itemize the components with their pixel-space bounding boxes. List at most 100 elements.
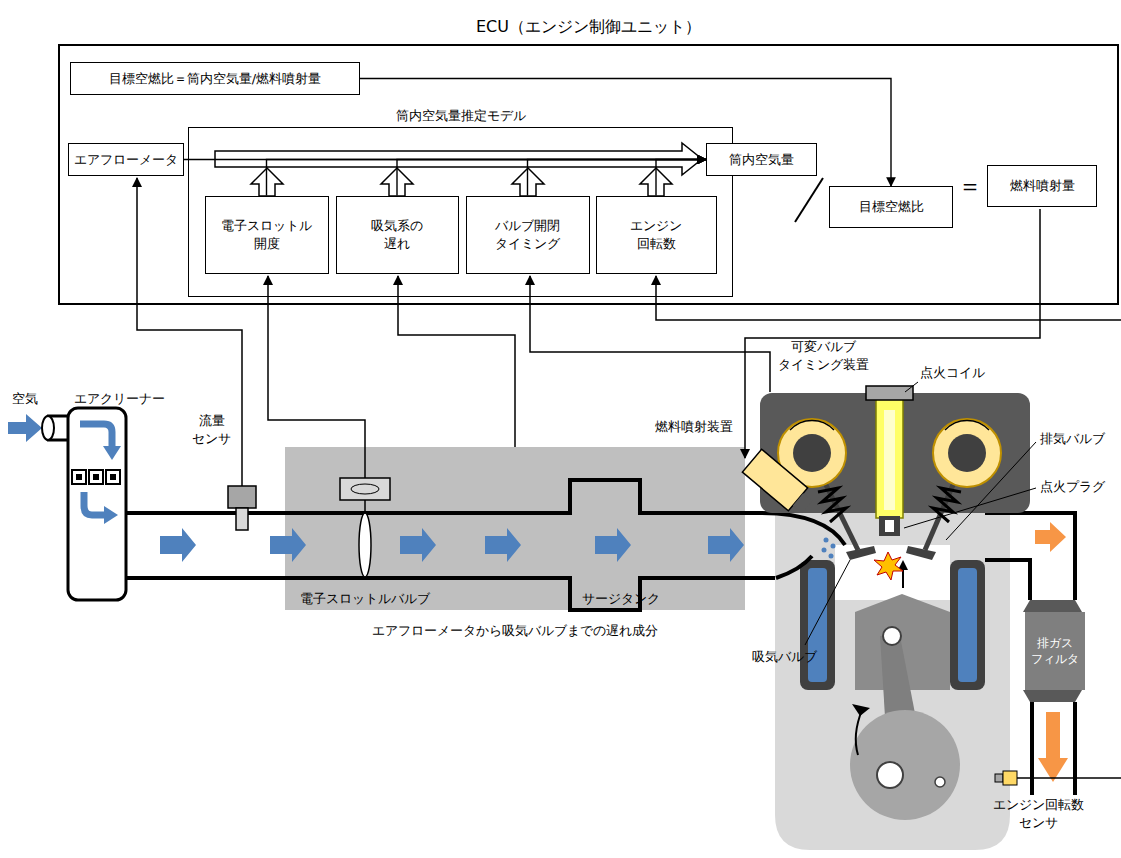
input-box: 電子スロットル 開度 [205, 196, 329, 274]
input-box: 吸気系の 遅れ [336, 196, 459, 274]
part-label: エンジン回転数 センサ [993, 796, 1084, 831]
air-flow-arrows-part [485, 528, 521, 562]
delay-region [285, 447, 745, 610]
intake-pipe [126, 480, 776, 610]
input-box: エンジン 回転数 [596, 196, 717, 274]
engine-block-part [760, 513, 845, 545]
air-flow-arrows-part [270, 528, 306, 562]
leader-lines-part [805, 560, 850, 645]
input-box: バルブ開閉 タイミング [466, 196, 590, 274]
air-flow-arrows-part [708, 528, 744, 562]
engine-block-part [808, 568, 827, 682]
part-label: 吸気バルブ [752, 648, 817, 666]
air-flow-arrows-part [160, 528, 196, 562]
engine-block-part [856, 710, 862, 755]
cylinder-head [760, 393, 1030, 560]
engine-block-part [852, 704, 870, 716]
engine-block-part [950, 560, 985, 690]
engine-block-part [800, 560, 835, 690]
ignition-part [884, 410, 895, 510]
node-text: エアフローメータ [74, 151, 178, 169]
connector [360, 79, 891, 187]
engine-block [760, 500, 1010, 850]
formula-box: 目標空燃比＝筒内空気量/燃料噴射量 [70, 62, 360, 95]
equals-sign: ＝ [958, 170, 982, 202]
result-box: 燃料噴射量 [987, 165, 1097, 207]
air-cleaner-part [106, 470, 120, 484]
exhaust-pipe-part [1035, 522, 1066, 552]
fuel-injector-part [742, 449, 816, 518]
engine-block-part [835, 545, 950, 600]
cylinder-head-part [793, 434, 831, 472]
fuel-injector [742, 449, 835, 558]
air-cleaner-part [93, 474, 99, 480]
leader-lines-part [904, 488, 1036, 528]
node-text: 筒内空気量 [729, 151, 794, 169]
model-frame: 筒内空気量推定モデル電子スロットル 開度吸気系の 遅れバルブ開閉 タイミングエン… [188, 127, 733, 297]
ignition [866, 386, 913, 580]
part-label: 電子スロットルバルブ [300, 590, 430, 608]
air-cleaner-part [84, 492, 106, 515]
air-cleaner-part [42, 416, 54, 440]
fuel-injector-part [829, 554, 834, 559]
cylinder-head-part [906, 546, 936, 560]
signal-wires [137, 178, 1121, 778]
division-slash [795, 178, 823, 222]
ignition-part [879, 516, 900, 536]
exhaust-pipe-part [1030, 702, 1034, 795]
air-cleaner-part [68, 408, 126, 600]
speed-sensor-part [1003, 771, 1017, 785]
throttle-valve-part [359, 513, 371, 577]
node-text: 電子スロットル 開度 [221, 217, 312, 252]
ignition-part [876, 398, 903, 518]
exhaust-pipe-part [1073, 702, 1077, 795]
engine-block-part [935, 777, 945, 787]
ignition-part [866, 386, 913, 400]
cylinder-head-part [933, 488, 961, 522]
part-label: 点火プラグ [1040, 478, 1105, 496]
model-arrows [215, 143, 702, 196]
engine-block-part [958, 568, 977, 682]
air-cleaner-part [104, 506, 118, 524]
air-cleaner [42, 408, 126, 600]
ignition-part [874, 552, 903, 580]
filter-body: 排ガス フィルタ [1025, 612, 1085, 690]
signal-wires-part [268, 276, 365, 478]
part-label: サージタンク [582, 590, 660, 608]
node-heading: ECU（エンジン制御ユニット） [60, 16, 1117, 38]
flow-sensor-part [236, 508, 248, 530]
signal-wires-part [745, 209, 1040, 458]
result-box: 筒内空気量 [706, 143, 817, 176]
throttle-valve [340, 478, 390, 577]
flow-sensor-part [228, 486, 256, 508]
part-label: エアクリーナー [74, 390, 165, 408]
node-text: 目標空燃比 [859, 198, 924, 216]
node-text: 燃料噴射量 [1010, 177, 1075, 195]
connector [397, 160, 706, 196]
cylinder-head-part [945, 420, 989, 430]
engine-block-part [850, 710, 960, 820]
throttle-valve-part [351, 484, 379, 494]
air-cleaner-part [89, 470, 103, 484]
part-label: 燃料噴射装置 [655, 418, 733, 436]
delay-region-part [285, 447, 745, 610]
sensor-input-box: エアフローメータ [68, 143, 184, 176]
air-inlet-arrow-part [8, 414, 42, 442]
node-text: バルブ開閉 タイミング [495, 217, 560, 252]
connector [528, 160, 707, 196]
fuel-injector-part [824, 538, 829, 543]
node-heading: 筒内空気量推定モデル [189, 107, 732, 125]
leader-lines [805, 382, 1036, 645]
node-text: 吸気系の 遅れ [371, 217, 423, 252]
cylinder-head-part [846, 546, 876, 560]
signal-wires-part [398, 276, 515, 447]
speed-sensor-part [995, 774, 1003, 782]
throttle-valve-part [340, 478, 390, 500]
fuel-injector-part [822, 548, 827, 553]
part-label: 排気バルブ [1040, 430, 1105, 448]
intake-pipe-part [126, 480, 760, 513]
